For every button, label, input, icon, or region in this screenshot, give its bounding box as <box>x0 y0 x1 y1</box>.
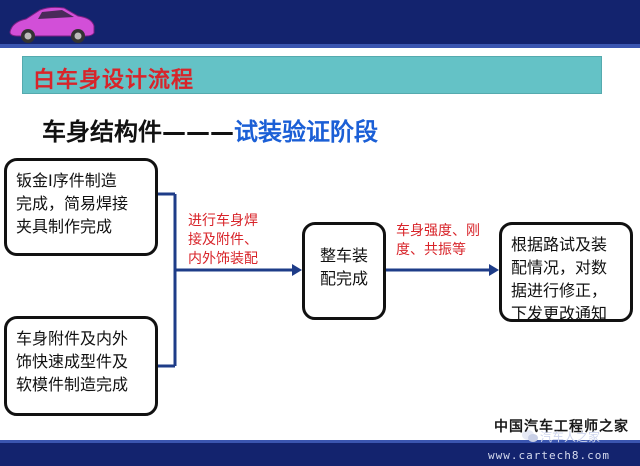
watermark-brand: 中国汽车工程师之家 <box>494 419 629 435</box>
wechat-icon <box>522 430 538 442</box>
node-text: 钣金Ⅰ序件制造 完成，简易焊接 夹具制作完成 <box>16 171 129 236</box>
flow-node-sheet-metal: 钣金Ⅰ序件制造 完成，简易焊接 夹具制作完成 <box>4 158 158 256</box>
subtitle-part1: 车身结构件——— <box>42 118 234 146</box>
arrow-head-1 <box>292 264 302 276</box>
node-text: 整车装 配完成 <box>319 246 368 288</box>
top-banner-stripe <box>0 44 640 48</box>
title-band: 白车身设计流程 <box>22 56 602 94</box>
edge-label-strength: 车身强度、刚 度、共振等 <box>396 223 480 258</box>
car-logo-icon <box>9 6 95 43</box>
node-text: 车身附件及内外 饰快速成型件及 软模件制造完成 <box>16 329 129 394</box>
page-title: 白车身设计流程 <box>33 68 195 93</box>
flow-node-accessories: 车身附件及内外 饰快速成型件及 软模件制造完成 <box>4 316 158 416</box>
watermark-url: www.cartech8.com <box>488 449 610 462</box>
arrow-head-2 <box>489 264 499 276</box>
flow-node-road-test: 根据路试及装 配情况，对数 据进行修正， 下发更改通知 <box>499 222 633 323</box>
watermark-badge: 汽车人之家 <box>540 430 601 444</box>
section-subtitle: 车身结构件———试装验证阶段 <box>42 112 378 147</box>
subtitle-part2: 试装验证阶段 <box>234 118 378 146</box>
bottom-banner <box>0 440 640 466</box>
flow-node-vehicle-assembly: 整车装 配完成 <box>302 222 386 320</box>
top-banner <box>0 0 640 48</box>
bottom-banner-stripe <box>0 440 640 443</box>
edge-label-welding: 进行车身焊 接及附件、 内外饰装配 <box>188 213 258 267</box>
node-text: 根据路试及装 配情况，对数 据进行修正， 下发更改通知 <box>511 235 608 323</box>
